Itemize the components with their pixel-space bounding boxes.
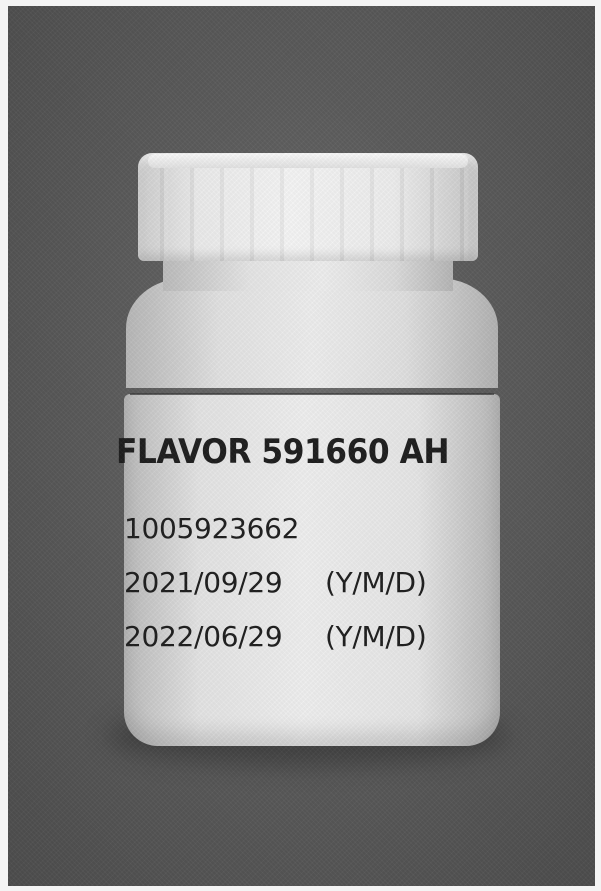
bottle-body bbox=[124, 394, 500, 746]
lot-number-row: 1005923662 bbox=[124, 512, 299, 545]
manufacture-date-row: 2021/09/29 (Y/M/D) bbox=[124, 566, 427, 599]
expiry-date-format: (Y/M/D) bbox=[325, 620, 427, 653]
bottle-cap bbox=[138, 153, 478, 261]
manufacture-date-format: (Y/M/D) bbox=[325, 566, 427, 599]
bottle-neck bbox=[163, 256, 453, 291]
bottle-shoulder bbox=[126, 278, 498, 388]
label-area: FLAVOR 591660 AH 1005923662 2021/09/29 (… bbox=[116, 394, 500, 746]
manufacture-date: 2021/09/29 bbox=[124, 566, 283, 599]
product-name: FLAVOR 591660 AH bbox=[116, 432, 450, 472]
bottle-photo: FLAVOR 591660 AH 1005923662 2021/09/29 (… bbox=[8, 6, 595, 886]
lot-number: 1005923662 bbox=[124, 512, 300, 545]
expiry-date: 2022/06/29 bbox=[124, 620, 283, 653]
bottle-cap-top bbox=[148, 154, 468, 168]
label-top-edge bbox=[130, 393, 494, 395]
expiry-date-row: 2022/06/29 (Y/M/D) bbox=[124, 620, 427, 653]
